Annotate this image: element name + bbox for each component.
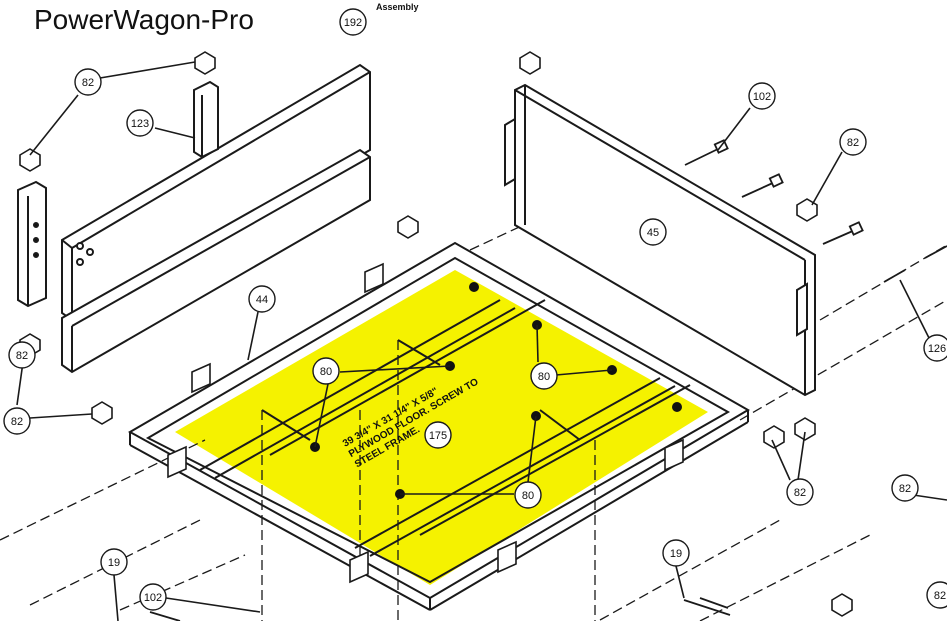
callout-82: 82 (74, 68, 102, 96)
callout-175: 175 (424, 421, 452, 449)
callout-circle (839, 128, 867, 156)
steel-floor-frame (127, 241, 750, 611)
callout-label: 82 (16, 350, 28, 362)
callout-circle (891, 474, 919, 502)
callout-label: 19 (108, 557, 120, 569)
end-panel (504, 83, 816, 397)
callout-label: 126 (928, 343, 946, 355)
callout-circle (100, 548, 128, 576)
callout-45: 45 (639, 218, 667, 246)
corner-caps (19, 51, 853, 617)
callout-circle (926, 581, 947, 609)
callout-label: 82 (847, 137, 859, 149)
page-title: PowerWagon-Pro (34, 4, 254, 35)
callout-82: 82 (3, 407, 31, 435)
callout-label: 102 (753, 91, 771, 103)
callout-circle (923, 334, 947, 362)
callout-circle (139, 583, 167, 611)
callout-label: 82 (11, 416, 23, 428)
callout-circle (74, 68, 102, 96)
callout-label: 82 (899, 483, 911, 495)
leader-lines (16, 61, 947, 621)
diagram-subtitle: Assembly (376, 2, 419, 12)
callout-circle (3, 407, 31, 435)
callout-label: 45 (647, 227, 659, 239)
callout-82: 82 (839, 128, 867, 156)
callout-circle (514, 481, 542, 509)
callout-82: 82 (8, 341, 36, 369)
callout-82: 82 (891, 474, 919, 502)
callout-circle (786, 478, 814, 506)
callout-192: 192 (339, 8, 367, 36)
callout-102: 102 (139, 583, 167, 611)
left-side-rail-assembly (17, 63, 371, 374)
callout-label: 82 (934, 590, 946, 602)
callout-label: 80 (320, 366, 332, 378)
callout-19: 19 (100, 548, 128, 576)
callout-circle (339, 8, 367, 36)
callout-label: 19 (670, 548, 682, 560)
callout-label: 82 (82, 77, 94, 89)
callout-label: 102 (144, 592, 162, 604)
callout-126: 126 (923, 334, 947, 362)
callout-circle (312, 357, 340, 385)
callout-123: 123 (126, 109, 154, 137)
callout-label: 44 (256, 294, 268, 306)
callout-label: 192 (344, 17, 362, 29)
frame-brackets (167, 262, 684, 584)
callout-80: 80 (514, 481, 542, 509)
callout-circle (424, 421, 452, 449)
callout-label: 175 (429, 430, 447, 442)
callout-label: 80 (538, 371, 550, 383)
callout-80: 80 (530, 362, 558, 390)
callout-80: 80 (312, 357, 340, 385)
callout-circle (662, 539, 690, 567)
callout-label: 82 (794, 487, 806, 499)
callout-circle (530, 362, 558, 390)
callout-label: 80 (522, 490, 534, 502)
callout-circle (248, 285, 276, 313)
callout-circle (8, 341, 36, 369)
callout-102: 102 (748, 82, 776, 110)
callout-19: 19 (662, 539, 690, 567)
callout-44: 44 (248, 285, 276, 313)
callout-82: 82 (926, 581, 947, 609)
callout-label: 123 (131, 118, 149, 130)
callout-circle (639, 218, 667, 246)
callout-circle (126, 109, 154, 137)
callout-circle (748, 82, 776, 110)
callout-82: 82 (786, 478, 814, 506)
callout-markers: 192 82 123 102 82 45 126 44 80 80 175 80 82 82 82 82 19 1… (3, 8, 947, 611)
